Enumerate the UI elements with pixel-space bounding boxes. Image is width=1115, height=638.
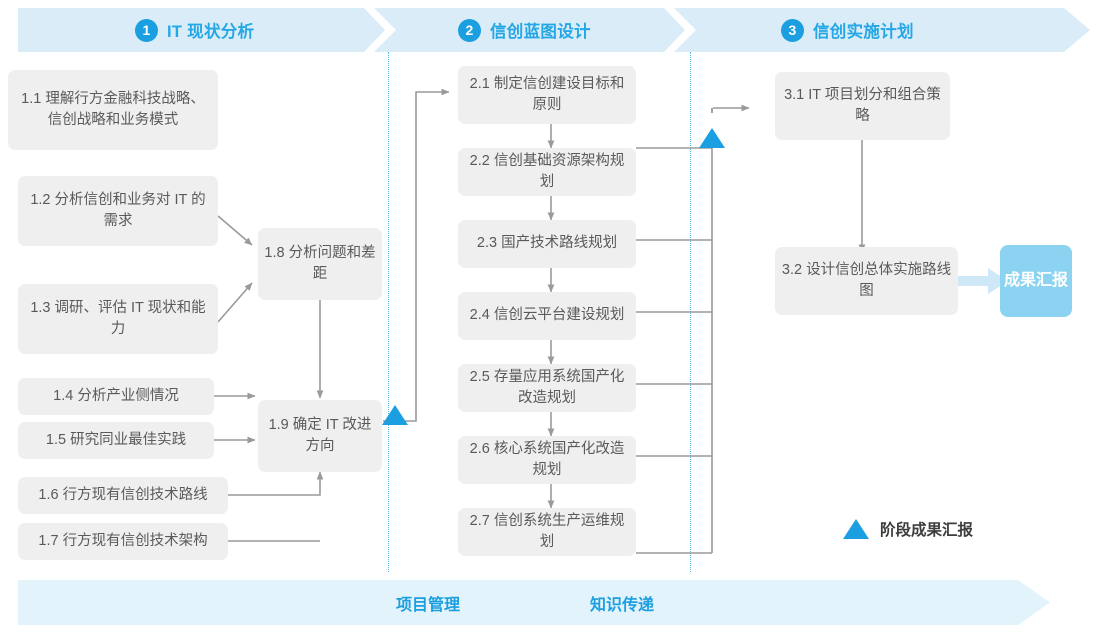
milestone-triangle-icon [843, 519, 869, 539]
legend-milestone-label: 阶段成果汇报 [880, 522, 974, 539]
task-box-2-2[interactable]: 2.2 信创基础资源架构规划 [458, 148, 636, 196]
task-box-2-6[interactable]: 2.6 核心系统国产化改造规划 [458, 436, 636, 484]
footer-band [18, 580, 1050, 625]
phase-header-2[interactable]: 2 信创蓝图设计 [458, 8, 591, 52]
phase-label-1: IT 现状分析 [167, 23, 255, 41]
milestone-triangle-phase2 [699, 128, 725, 148]
task-box-1-2[interactable]: 1.2 分析信创和业务对 IT 的需求 [18, 176, 218, 246]
footer-label-project-management: 项目管理 [396, 596, 461, 614]
phase-number-3: 3 [781, 18, 804, 42]
phase-header-3[interactable]: 3 信创实施计划 [781, 8, 914, 52]
column-divider-2 [690, 52, 691, 572]
task-box-1-3[interactable]: 1.3 调研、评估 IT 现状和能力 [18, 284, 218, 354]
task-box-3-2[interactable]: 3.2 设计信创总体实施路线图 [775, 247, 958, 315]
task-box-2-4[interactable]: 2.4 信创云平台建设规划 [458, 292, 636, 340]
result-badge[interactable]: 成果汇报 [1000, 245, 1072, 317]
task-box-1-4[interactable]: 1.4 分析产业侧情况 [18, 378, 214, 415]
phase-label-3: 信创实施计划 [813, 23, 914, 41]
task-box-2-5[interactable]: 2.5 存量应用系统国产化改造规划 [458, 364, 636, 412]
task-box-1-7[interactable]: 1.7 行方现有信创技术架构 [18, 523, 228, 560]
legend-milestone: 阶段成果汇报 [843, 518, 973, 540]
phase-header-band [18, 8, 1090, 52]
task-box-3-1[interactable]: 3.1 IT 项目划分和组合策略 [775, 72, 950, 140]
task-box-1-5[interactable]: 1.5 研究同业最佳实践 [18, 422, 214, 459]
footer-label-knowledge-transfer: 知识传递 [590, 596, 655, 614]
task-box-1-9[interactable]: 1.9 确定 IT 改进方向 [258, 400, 382, 472]
milestone-triangle-phase1 [382, 405, 408, 425]
task-box-1-6[interactable]: 1.6 行方现有信创技术路线 [18, 477, 228, 514]
task-box-1-1[interactable]: 1.1 理解行方金融科技战略、信创战略和业务模式 [8, 70, 218, 150]
phase-header-1[interactable]: 1 IT 现状分析 [135, 8, 254, 52]
task-box-2-3[interactable]: 2.3 国产技术路线规划 [458, 220, 636, 268]
task-box-2-7[interactable]: 2.7 信创系统生产运维规划 [458, 508, 636, 556]
phase-number-1: 1 [135, 18, 158, 42]
task-box-2-1[interactable]: 2.1 制定信创建设目标和原则 [458, 66, 636, 124]
column-divider-1 [388, 52, 389, 572]
phase-number-2: 2 [458, 18, 481, 42]
task-box-1-8[interactable]: 1.8 分析问题和差距 [258, 228, 382, 300]
phase-label-2: 信创蓝图设计 [490, 23, 591, 41]
